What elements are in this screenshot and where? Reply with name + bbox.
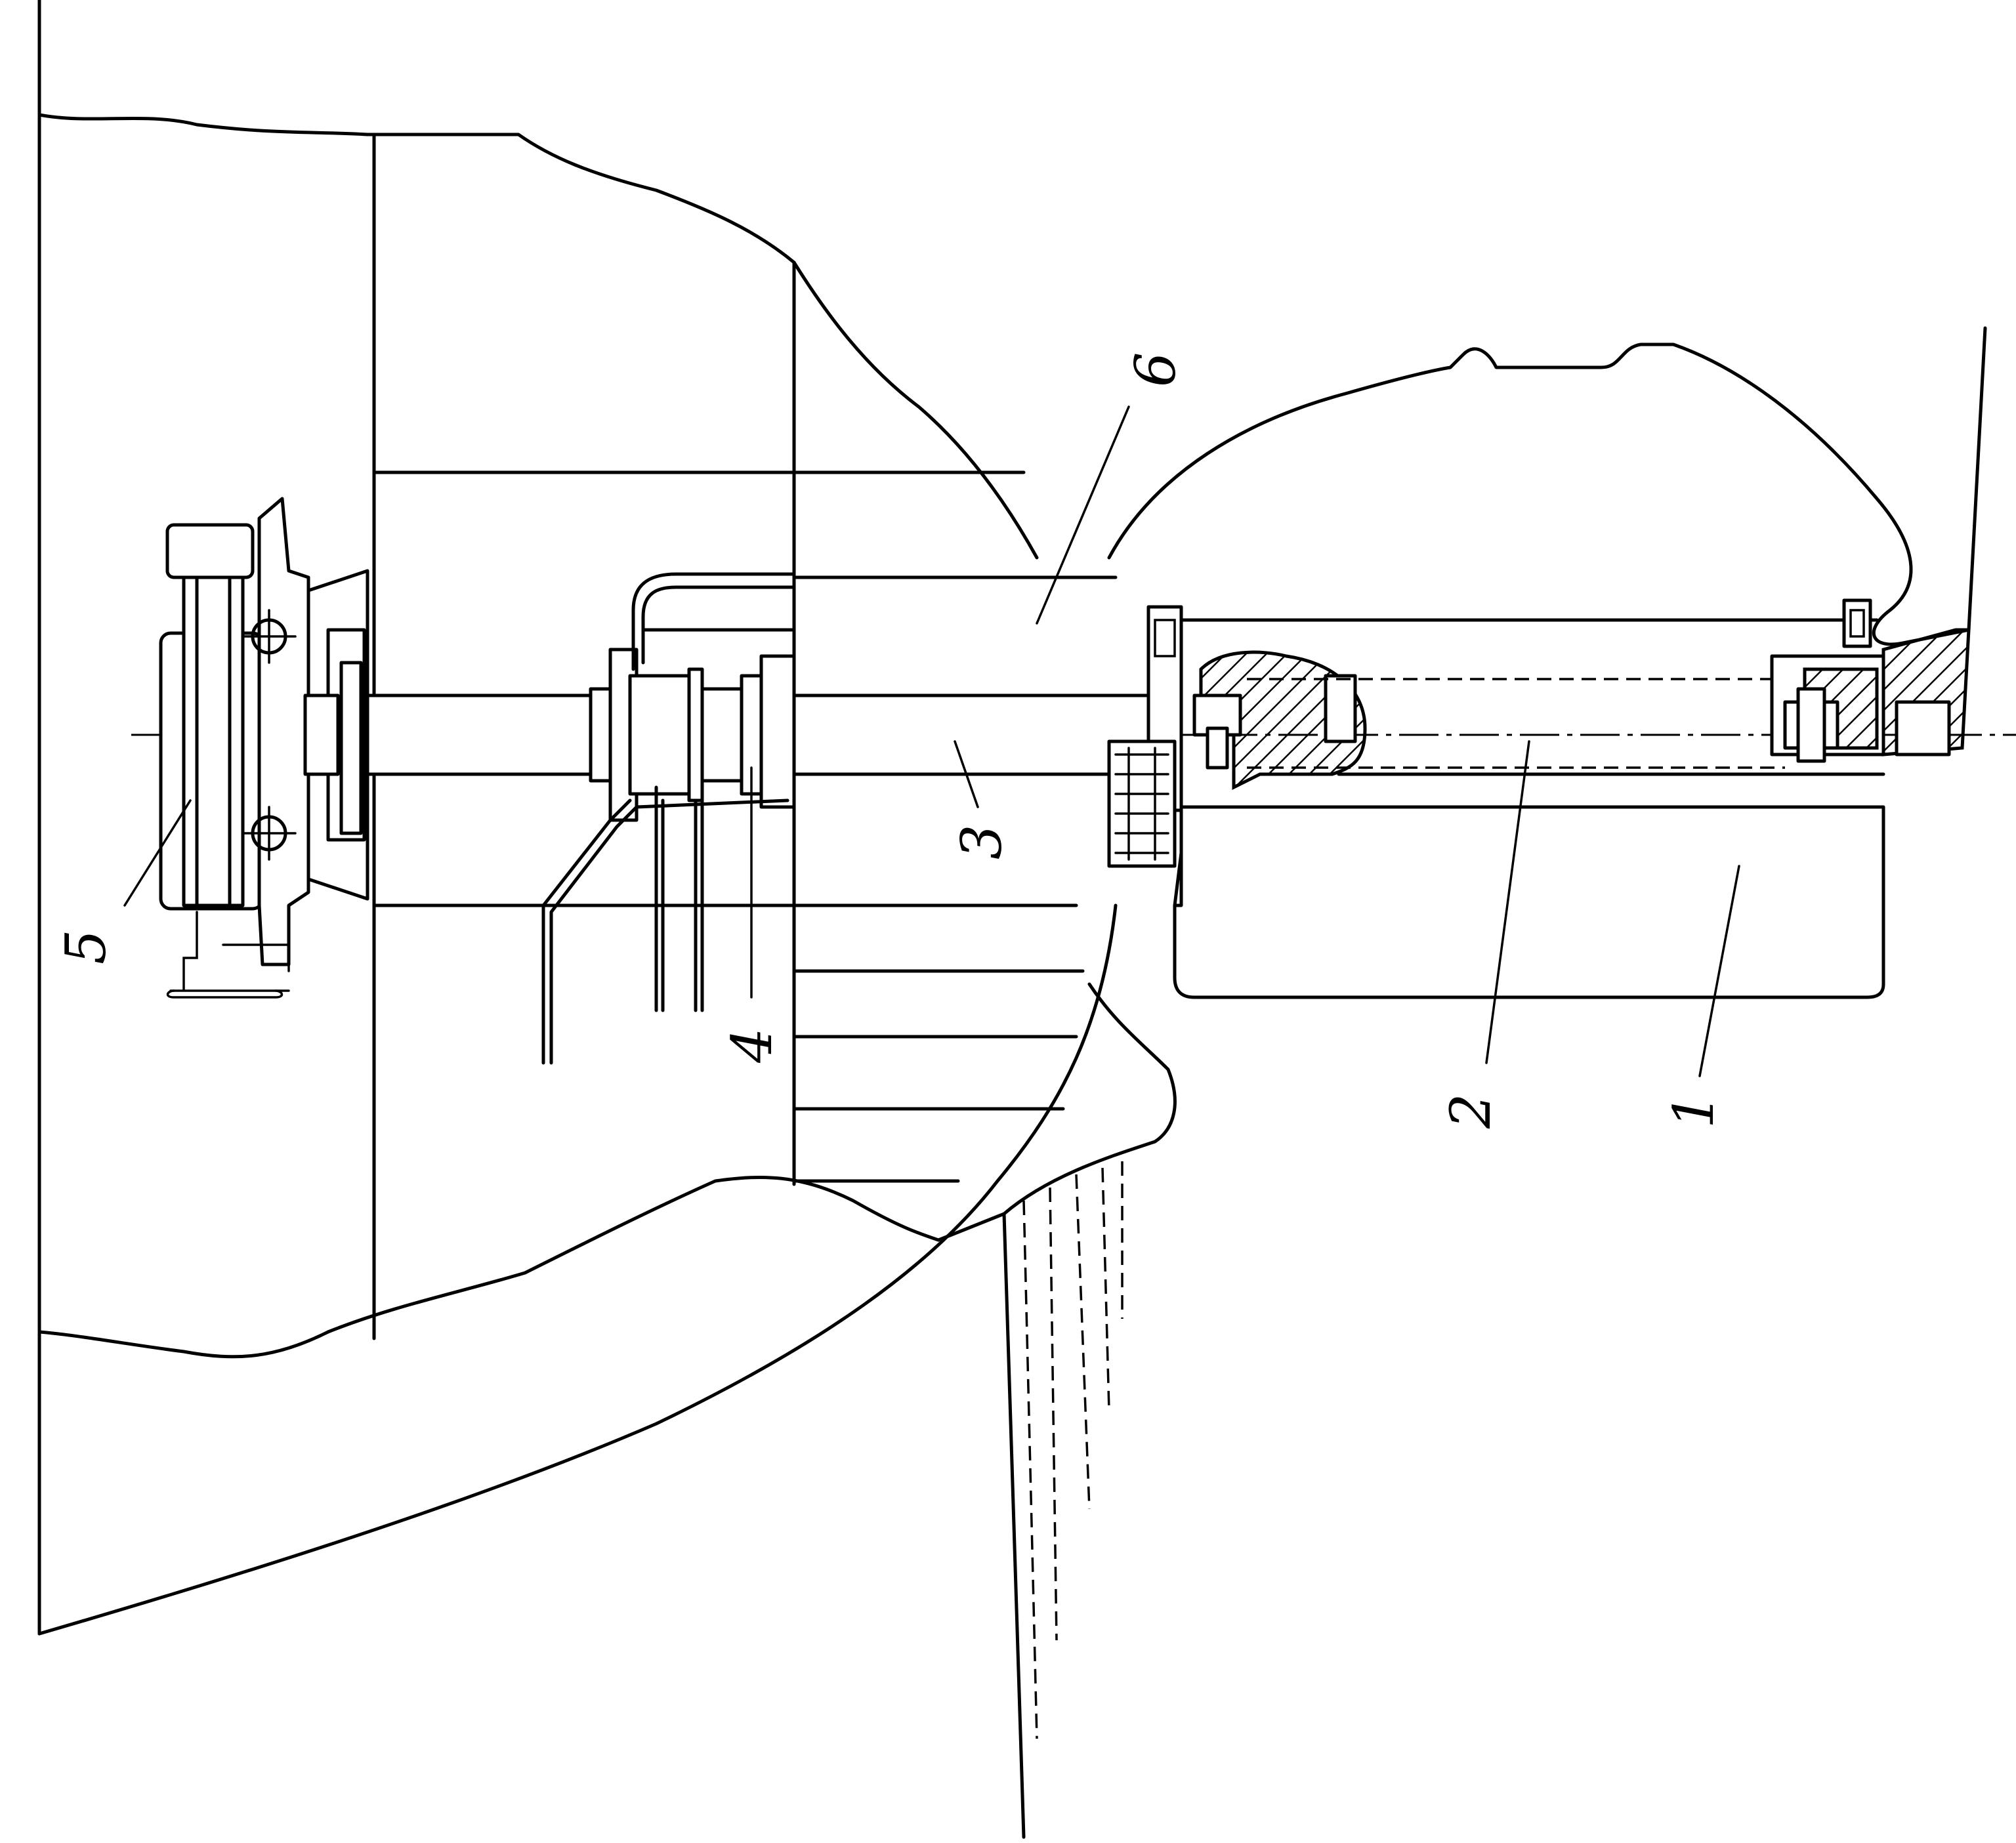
water-lines [1002,1161,1124,1839]
housing [1173,618,1885,999]
coupling-left [1107,605,1367,868]
leader-lines [123,405,1740,1077]
leader-1 [1698,865,1740,1077]
callout-3: 3 [950,825,1014,859]
leader-5 [123,799,192,907]
callout-6: 6 [1124,352,1188,387]
leader-6 [1036,405,1130,625]
callout-2: 2 [1438,1094,1503,1129]
rock-contour [792,260,1987,1242]
pulley-assembly [159,497,369,999]
callout-labels: 1 2 3 4 5 6 [54,352,1726,1129]
leader-2 [1485,740,1530,1064]
coupling-right [1770,598,1971,763]
main-shaft [366,648,1164,1012]
callout-4: 4 [720,1028,784,1064]
callout-5: 5 [54,930,118,964]
leader-3 [954,740,979,808]
callout-1: 1 [1662,1094,1726,1129]
shaft-guard [541,572,796,1065]
outer-frame [37,0,1118,1636]
